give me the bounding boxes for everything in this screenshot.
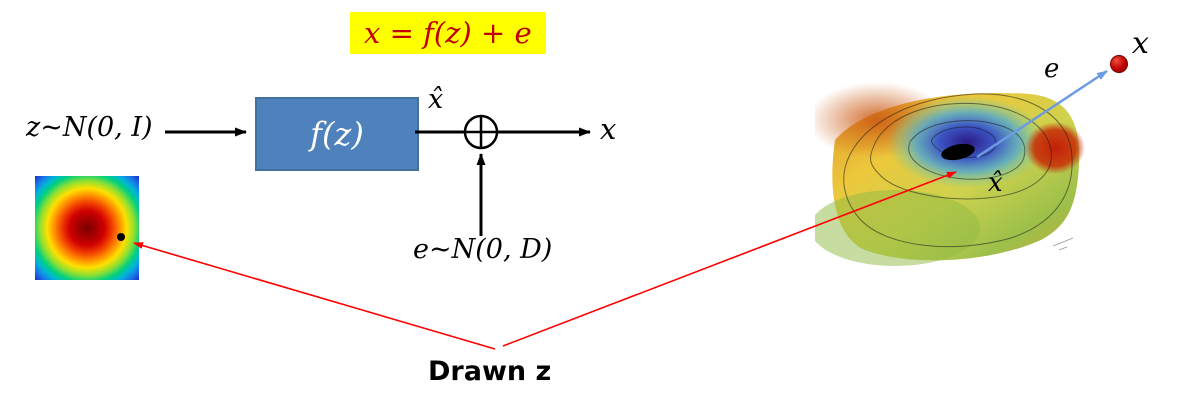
manifold-x-label: x — [1132, 26, 1149, 61]
manifold-xhat-label: x̂ — [988, 168, 1003, 198]
contour-lines — [843, 93, 1073, 248]
red-ridge — [1025, 122, 1085, 174]
z-prior-label: z~N(0, I) — [26, 112, 153, 143]
xhat-ellipse-marker — [941, 143, 975, 161]
annotation-arrow-to-prior — [133, 242, 496, 350]
annotation-arrow-to-manifold — [502, 171, 957, 347]
x-output-label: x — [600, 112, 617, 146]
axis-ticks — [1052, 237, 1074, 251]
error-arrow — [976, 69, 1108, 159]
noise-distribution-label: e~N(0, D) — [413, 234, 553, 265]
gaussian-prior-heatmap — [35, 176, 139, 280]
sampled-z-dot — [117, 233, 125, 241]
sum-junction-icon — [463, 114, 499, 150]
data-point-x — [1110, 55, 1128, 73]
equation-highlight: x = f(z) + e — [350, 12, 546, 54]
valley-region — [887, 96, 1047, 188]
manifold-surface-image — [815, 82, 1085, 266]
manifold-error-label: e — [1044, 54, 1060, 84]
xhat-flow-label: x̂ — [428, 84, 444, 115]
drawn-z-caption: Drawn z — [428, 356, 552, 387]
decoder-function-box: f(z) — [255, 97, 419, 171]
